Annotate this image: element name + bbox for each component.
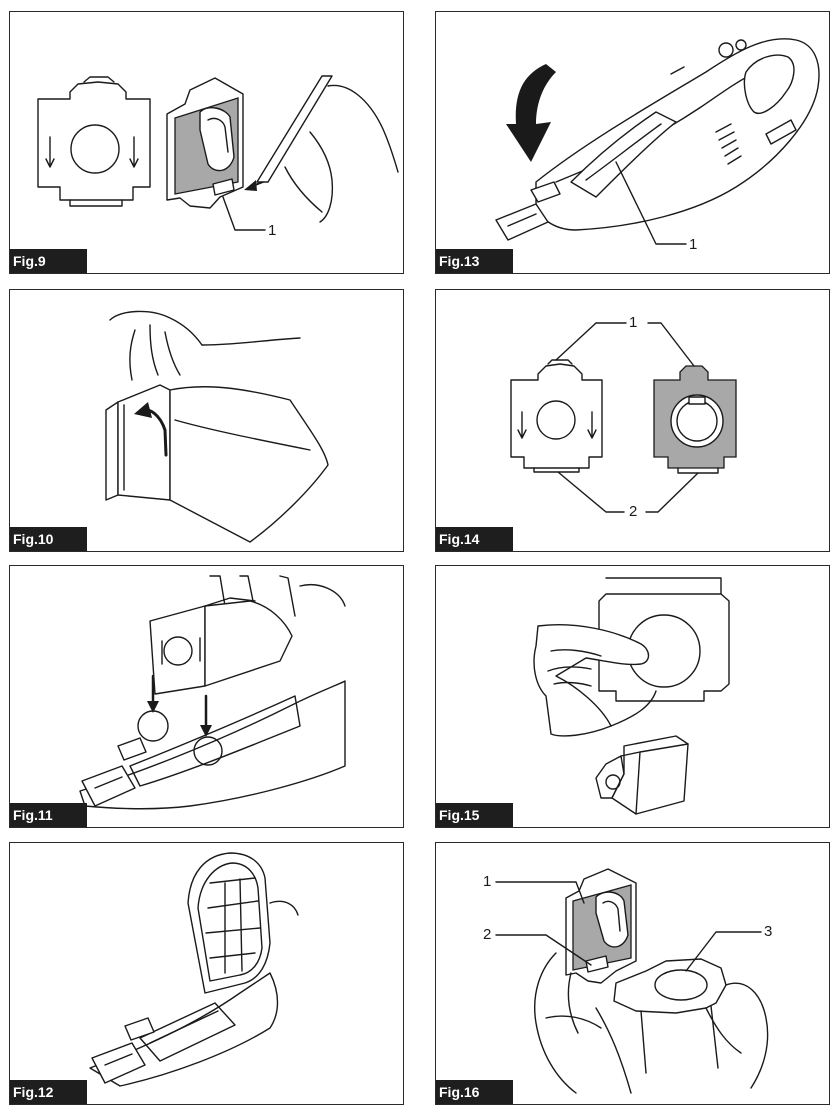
- callout-2: 2: [629, 503, 638, 520]
- fig9-illustration: [37, 75, 399, 231]
- fig14-illustration: [510, 322, 737, 513]
- figure-label: Fig.10: [10, 527, 87, 551]
- figure-panel-fig13: 1 Fig.13: [435, 11, 830, 274]
- figure-label: Fig.15: [436, 803, 513, 827]
- fig11-illustration: [79, 575, 346, 810]
- figure-panel-fig14: 1 2 Fig.14: [435, 289, 830, 552]
- callout-1: 1: [689, 236, 698, 253]
- callout-2: 2: [483, 926, 492, 943]
- fig13-illustration: [495, 38, 820, 245]
- figure-label: Fig.16: [436, 1080, 513, 1104]
- callout-1: 1: [629, 314, 638, 331]
- figure-panel-fig15: Fig.15: [435, 565, 830, 828]
- fig15-illustration: [533, 577, 730, 815]
- callout-3: 3: [764, 923, 773, 940]
- figure-label: Fig.14: [436, 527, 513, 551]
- figure-panel-fig12: Fig.12: [9, 842, 404, 1105]
- figure-panel-fig11: Fig.11: [9, 565, 404, 828]
- callout-1: 1: [483, 873, 492, 890]
- figure-panel-fig16: 1 2 3 Fig.16: [435, 842, 830, 1105]
- fig12-illustration: [89, 852, 299, 1087]
- figure-label: Fig.12: [10, 1080, 87, 1104]
- figure-panel-fig10: Fig.10: [9, 289, 404, 552]
- figure-label: Fig.13: [436, 249, 513, 273]
- fig16-illustration: [495, 868, 769, 1094]
- fig10-illustration: [105, 310, 329, 543]
- figure-label: Fig.11: [10, 803, 87, 827]
- callout-1: 1: [268, 222, 277, 239]
- figure-label: Fig.9: [10, 249, 87, 273]
- figure-panel-fig9: 1 Fig.9: [9, 11, 404, 274]
